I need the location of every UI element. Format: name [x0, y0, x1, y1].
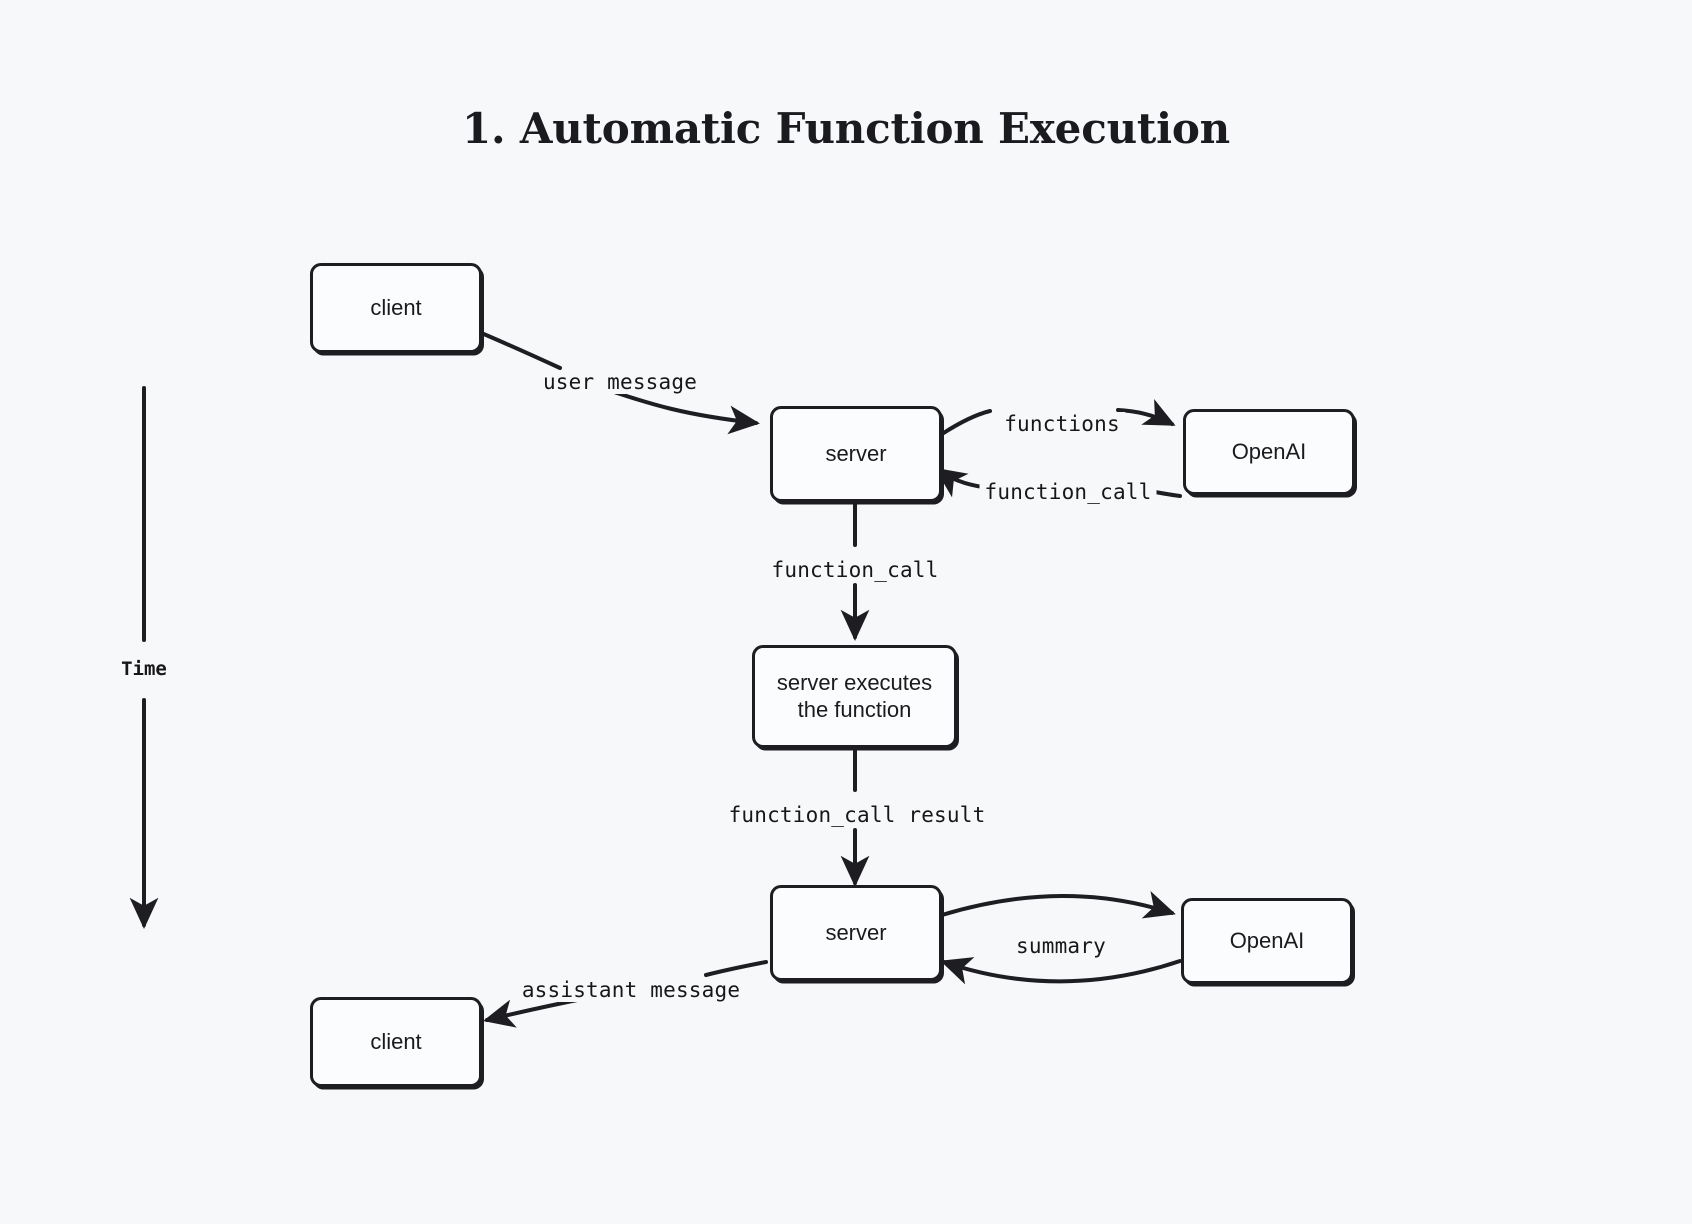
node-label: server — [825, 919, 887, 945]
edge-label-summary: summary — [1011, 934, 1111, 958]
node-client-bottom[interactable]: client — [310, 997, 482, 1087]
node-openai-bottom[interactable]: OpenAI — [1181, 898, 1353, 984]
node-server-bottom[interactable]: server — [770, 885, 942, 981]
edge-label-function-call-result: function_call result — [723, 803, 991, 827]
node-openai-top[interactable]: OpenAI — [1183, 409, 1355, 495]
node-label: OpenAI — [1229, 927, 1305, 953]
edge-label-assistant-message: assistant message — [516, 978, 746, 1002]
node-label: client — [370, 294, 422, 320]
node-label: client — [370, 1028, 422, 1054]
edge-user-message — [477, 330, 760, 435]
node-label: server — [825, 440, 887, 466]
node-label: server executes the function — [776, 669, 933, 722]
edge-label-function-call-down: function_call — [766, 558, 944, 582]
edge-label-functions: functions — [999, 412, 1125, 436]
node-server-executes[interactable]: server executes the function — [752, 645, 957, 748]
node-client-top[interactable]: client — [310, 263, 482, 353]
edge-label-function-call-return: function_call — [979, 480, 1157, 504]
node-server-top[interactable]: server — [770, 406, 942, 502]
edge-summary — [940, 957, 1182, 985]
node-label: OpenAI — [1231, 438, 1307, 464]
edge-label-user-message: user message — [537, 370, 703, 394]
edge-server-to-openai-bottom — [940, 891, 1176, 919]
edge-functions — [940, 398, 1176, 436]
page-title: 1. Automatic Function Execution — [461, 104, 1231, 153]
time-axis-label: Time — [117, 656, 171, 682]
